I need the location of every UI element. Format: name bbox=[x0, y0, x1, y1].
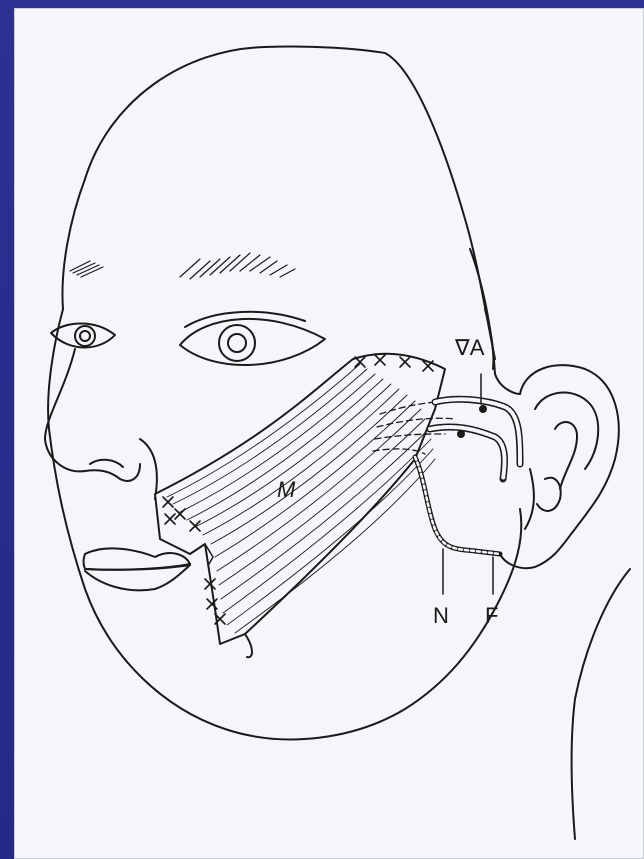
vessel-label: ∇A bbox=[455, 337, 484, 359]
muscle-flap bbox=[155, 354, 445, 657]
right-eyebrow bbox=[180, 253, 295, 279]
illustration-frame: M ∇A N F bbox=[14, 8, 644, 859]
nose-nostril bbox=[90, 460, 123, 467]
left-eye bbox=[51, 324, 115, 348]
neck-line bbox=[572, 569, 630, 839]
nose bbox=[45, 349, 140, 481]
hairline bbox=[470, 249, 520, 394]
forehead-left bbox=[62, 179, 85, 309]
head-outline bbox=[85, 46, 495, 359]
left-eyebrow bbox=[70, 261, 103, 277]
nerve-graft bbox=[415, 457, 500, 554]
right-eye bbox=[180, 312, 325, 365]
face-muscle-transfer-diagram bbox=[15, 9, 643, 858]
mouth bbox=[84, 548, 191, 590]
nerve-label: N bbox=[433, 605, 449, 627]
anastomosis-knot bbox=[480, 406, 486, 412]
vessel-vein bbox=[430, 427, 505, 479]
muscle-label: M bbox=[277, 479, 295, 501]
nasolabial-fold bbox=[140, 439, 157, 499]
facial-nerve-label: F bbox=[485, 605, 498, 627]
